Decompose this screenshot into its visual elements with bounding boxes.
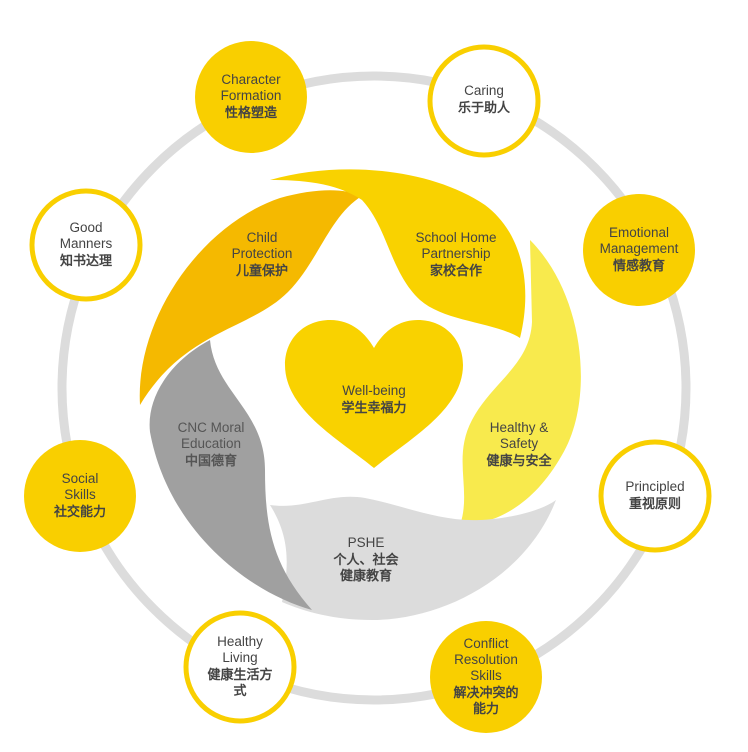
label-en: Healthy & Safety bbox=[489, 420, 549, 451]
label-zh: 家校合作 bbox=[429, 264, 482, 279]
label-zh: 中国德育 bbox=[184, 454, 237, 469]
heart-icon bbox=[285, 320, 463, 468]
label-zh: 解决冲突的能力 bbox=[453, 686, 519, 717]
label-zh: 学生幸福力 bbox=[341, 401, 407, 416]
petal-child-protection bbox=[139, 190, 362, 405]
circle-character-formation bbox=[195, 41, 307, 153]
outer-label-principled: Principled 重视原则 bbox=[625, 479, 684, 513]
label-zh: 情感教育 bbox=[612, 259, 665, 274]
label-zh: 性格塑造 bbox=[224, 106, 277, 121]
petal-cnc-moral bbox=[149, 340, 312, 610]
petal-label-cnc-moral: CNC Moral Education 中国德育 bbox=[171, 420, 251, 470]
circle-good-manners bbox=[29, 188, 143, 302]
label-zh: 社交能力 bbox=[53, 505, 106, 520]
petal-pshe bbox=[270, 496, 556, 620]
label-en: Good Manners bbox=[59, 220, 113, 251]
label-en: Well-being bbox=[342, 383, 406, 398]
outer-label-social-skills: Social Skills 社交能力 bbox=[50, 471, 110, 521]
petal-healthy-safety bbox=[460, 240, 581, 525]
outer-ring bbox=[57, 71, 691, 705]
circle-principled bbox=[598, 439, 712, 553]
center-label: Well-being 学生幸福力 bbox=[341, 383, 406, 417]
label-en: School Home Partnership bbox=[415, 230, 497, 261]
petal-label-healthy-safety: Healthy & Safety 健康与安全 bbox=[479, 420, 559, 470]
outer-label-emotional-management: Emotional Management 情感教育 bbox=[594, 225, 684, 275]
label-en: Social Skills bbox=[61, 471, 99, 502]
label-zh: 重视原则 bbox=[628, 497, 681, 512]
label-en: Character Formation bbox=[220, 72, 282, 103]
outer-label-caring: Caring 乐于助人 bbox=[458, 83, 510, 117]
petal-label-child-protection: Child Protection 儿童保护 bbox=[222, 230, 302, 280]
outer-label-good-manners: Good Manners 知书达理 bbox=[51, 220, 121, 270]
circle-conflict-resolution bbox=[430, 621, 542, 733]
label-en: CNC Moral Education bbox=[177, 420, 245, 451]
label-zh: 健康生活方式 bbox=[207, 668, 273, 699]
label-zh: 乐于助人 bbox=[457, 101, 511, 116]
circle-healthy-living bbox=[183, 610, 297, 724]
label-en: Child Protection bbox=[231, 230, 293, 261]
circle-social-skills bbox=[24, 440, 136, 552]
label-zh: 个人、社会健康教育 bbox=[333, 553, 399, 584]
label-en: Emotional Management bbox=[599, 225, 679, 256]
label-zh: 知书达理 bbox=[59, 254, 112, 269]
label-zh: 儿童保护 bbox=[235, 264, 288, 279]
petal-label-school-home: School Home Partnership 家校合作 bbox=[406, 230, 506, 280]
circle-caring bbox=[427, 44, 541, 158]
label-en: PSHE bbox=[347, 535, 385, 550]
petal-school-home bbox=[270, 169, 526, 338]
label-zh: 健康与安全 bbox=[486, 454, 552, 469]
outer-label-character-formation: Character Formation 性格塑造 bbox=[211, 72, 291, 122]
label-en: Principled bbox=[625, 479, 685, 494]
circle-emotional-management bbox=[583, 194, 695, 306]
label-en: Conflict Resolution Skills bbox=[454, 636, 518, 683]
petal-label-pshe: PSHE 个人、社会健康教育 bbox=[331, 535, 401, 585]
label-en: Healthy Living bbox=[217, 634, 263, 665]
label-en: Caring bbox=[464, 83, 504, 98]
outer-label-healthy-living: Healthy Living 健康生活方式 bbox=[205, 634, 275, 700]
outer-label-conflict-resolution: Conflict Resolution Skills 解决冲突的能力 bbox=[448, 636, 524, 718]
